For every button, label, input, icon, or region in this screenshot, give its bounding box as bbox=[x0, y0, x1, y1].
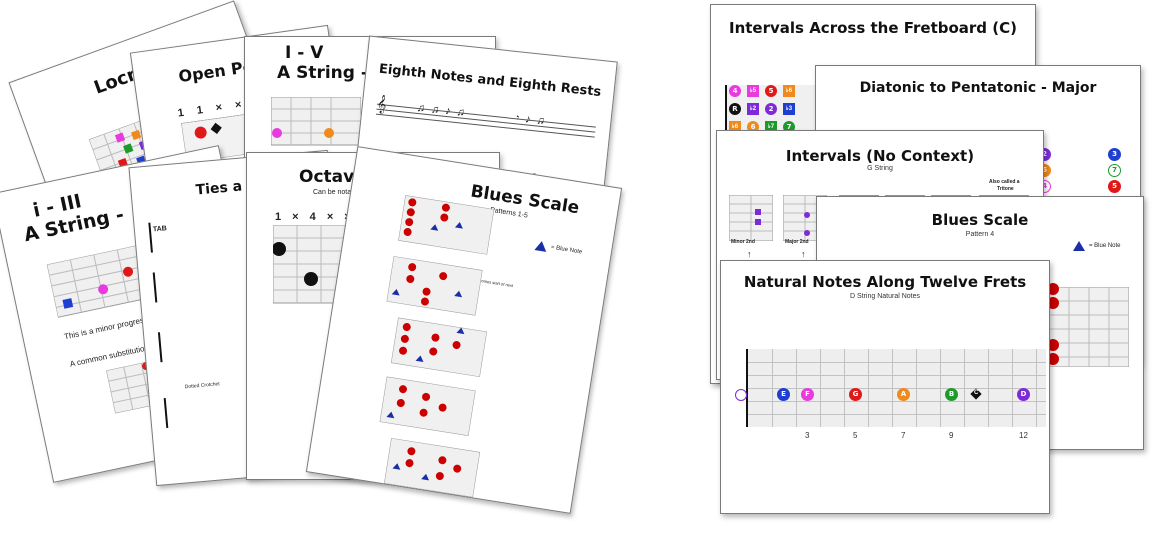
note-dot-a: A bbox=[897, 388, 910, 401]
interval-dot: 5 bbox=[765, 85, 777, 97]
arrow-up-icon: ↑ bbox=[747, 249, 752, 259]
fret-number: 9 bbox=[949, 431, 954, 440]
fretboard-diagram bbox=[271, 97, 361, 146]
fretboard-diagram bbox=[386, 256, 483, 316]
fret-number: 3 bbox=[805, 431, 810, 440]
description-text: This is a minor progress bbox=[63, 314, 149, 342]
note-dot-b: B bbox=[945, 388, 958, 401]
interval-fretboard bbox=[839, 195, 879, 242]
fret-number: 5 bbox=[853, 431, 858, 440]
interval-square: ♭2 bbox=[747, 103, 759, 115]
fretboard bbox=[746, 349, 1049, 427]
staff-row: 𝄞 ♫♫♪♫ 𝄾♪♫ bbox=[375, 96, 596, 143]
legend-text: = Blue Note bbox=[1089, 243, 1121, 249]
interval-label: Tritone bbox=[997, 186, 1014, 192]
subtitle-text: G String bbox=[867, 165, 893, 172]
subtitle-text: D String Natural Notes bbox=[849, 293, 921, 300]
fretboard-diagram bbox=[390, 317, 488, 378]
interval-dot: 2 bbox=[765, 103, 777, 115]
note-dot-d: D bbox=[1017, 388, 1030, 401]
interval-dot: 5 bbox=[1108, 180, 1121, 193]
sheet-title: Intervals Across the Fretboard (C) bbox=[729, 19, 1017, 37]
scale-dot bbox=[1047, 297, 1059, 309]
interval-fretboard bbox=[729, 195, 773, 241]
interval-square: ♭6 bbox=[783, 85, 795, 97]
note-dot-g: G bbox=[849, 388, 862, 401]
string-marks: 1 × 4 × × bbox=[275, 211, 355, 223]
note-label: Dotted Crotchet bbox=[184, 381, 220, 391]
interval-square: ♭5 bbox=[747, 85, 759, 97]
scale-dot bbox=[1047, 339, 1059, 351]
fretboard-diagram bbox=[1049, 287, 1129, 367]
sheet-title: Intervals (No Context) bbox=[785, 147, 975, 165]
open-string-marker bbox=[735, 389, 747, 401]
interval-fretboard bbox=[885, 195, 925, 242]
sheet-blues-scale[interactable]: Blues Scale Patterns 1-5 = Blue Note End… bbox=[305, 146, 623, 514]
scale-dot bbox=[1047, 283, 1059, 295]
sheet-title-line2: A String - bbox=[277, 63, 368, 83]
note-label-c: C bbox=[974, 390, 979, 396]
blue-note-icon bbox=[534, 240, 548, 252]
arrow-up-icon: ↑ bbox=[801, 249, 806, 259]
sheet-title: Blues Scale bbox=[931, 211, 1029, 229]
interval-label: Major 2nd bbox=[785, 239, 809, 245]
blue-note-icon bbox=[1073, 241, 1085, 251]
interval-fretboard bbox=[931, 195, 971, 242]
interval-dot: 7 bbox=[1108, 164, 1121, 177]
fretboard-diagram bbox=[379, 376, 476, 437]
interval-dot: R bbox=[729, 103, 741, 115]
sheet-title: Natural Notes Along Twelve Frets bbox=[743, 273, 1027, 291]
fret-number: 12 bbox=[1019, 431, 1028, 440]
interval-fretboard bbox=[979, 195, 1029, 242]
note-dot-e: E bbox=[777, 388, 790, 401]
note-dot-f: F bbox=[801, 388, 814, 401]
interval-label: Minor 2nd bbox=[731, 239, 755, 245]
sheet-title-line1: I - V bbox=[285, 43, 324, 63]
interval-square: ♭3 bbox=[783, 103, 795, 115]
sheet-natural-notes[interactable]: Natural Notes Along Twelve Frets D Strin… bbox=[720, 260, 1050, 514]
interval-dot: 3 bbox=[1108, 148, 1121, 161]
sheet-title: Eighth Notes and Eighth Rests bbox=[378, 61, 602, 100]
sheet-title: Octav bbox=[299, 167, 355, 187]
subtitle-text: Pattern 4 bbox=[965, 231, 995, 238]
legend-text: = Blue Note bbox=[550, 244, 583, 256]
fret-number: 7 bbox=[901, 431, 906, 440]
interval-label: Also called a bbox=[989, 179, 1020, 185]
sheet-title: Diatonic to Pentatonic - Major bbox=[859, 80, 1097, 96]
fretboard-diagram bbox=[398, 195, 495, 255]
scale-dot bbox=[1047, 353, 1059, 365]
fretboard-diagram bbox=[384, 437, 481, 498]
interval-dot: 4 bbox=[729, 85, 741, 97]
subtitle-text: Can be nota bbox=[313, 189, 352, 196]
